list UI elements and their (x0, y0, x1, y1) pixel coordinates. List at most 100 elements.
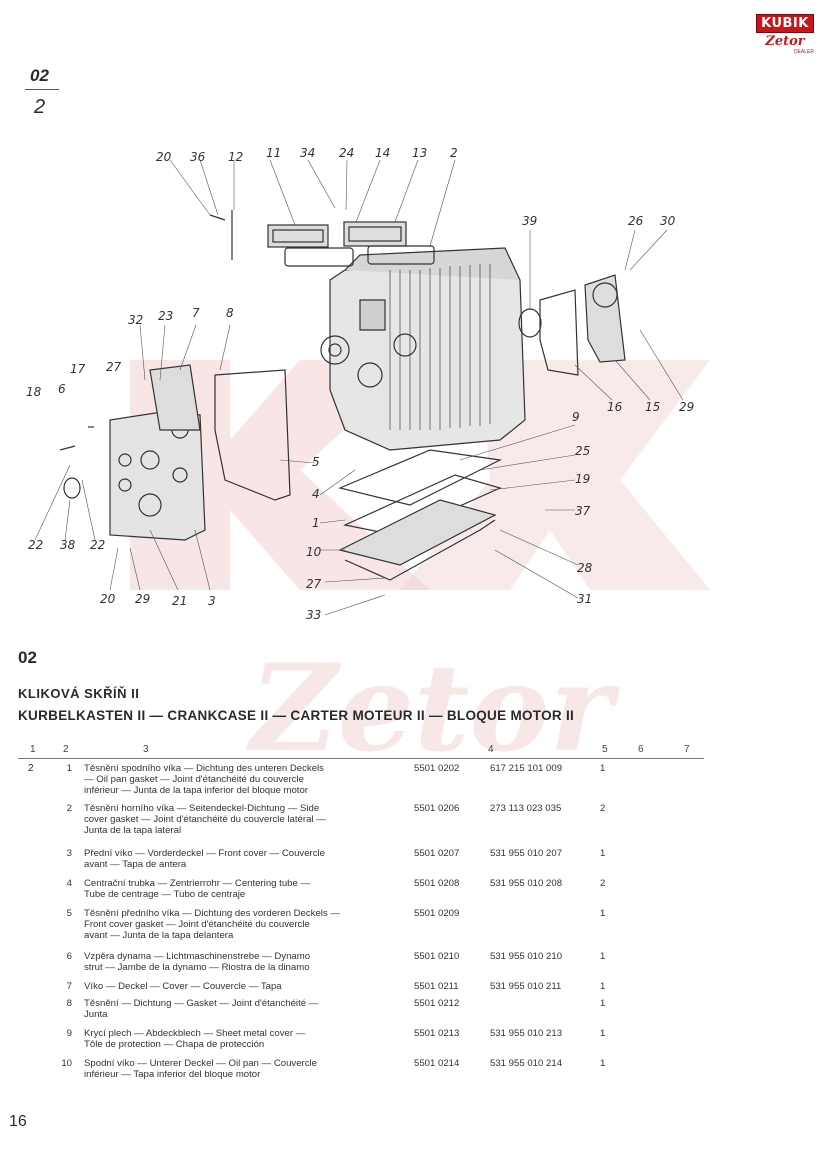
callout-label: 27 (106, 360, 122, 374)
callout-label: 23 (158, 309, 174, 323)
column-header: 3 (143, 744, 149, 755)
callout-label: 6 (58, 382, 66, 396)
engine-block (320, 247, 526, 451)
callout-label: 17 (70, 362, 86, 376)
description-line: Spodní víko — Unterer Deckel — Oil pan —… (84, 1058, 318, 1069)
callout-label: 36 (190, 150, 206, 164)
front-cover-gasket (214, 369, 291, 501)
callout-label: 30 (660, 214, 676, 228)
quantity: 2 (600, 878, 606, 889)
header-rule (18, 758, 704, 759)
part-number: 5501 0210 (414, 951, 460, 962)
part-number: 5501 0206 (414, 803, 460, 814)
rear-cover-parts (518, 274, 626, 376)
part-number: 5501 0209 (414, 908, 460, 919)
callout-label: 21 (172, 594, 188, 608)
callout-label: 2 (450, 146, 458, 160)
item-description: Těsnění spodního víka — Dichtung des unt… (84, 763, 406, 796)
callout-label: 37 (575, 504, 591, 518)
description-line: Přední víko — Vorderdeckel — Front cover… (84, 848, 326, 859)
item-description: Těsnění horního víka — Seitendeckel-Dich… (84, 803, 406, 836)
quantity: 1 (600, 981, 606, 992)
description-line: Těsnění — Dichtung — Gasket — Joint d'ét… (84, 998, 319, 1009)
description-line: avant — Tapa de antera (84, 859, 187, 870)
item-description: Centrační trubka — Zentrierrohr — Center… (84, 878, 406, 900)
description-line: Vzpěra dynama — Lichtmaschinenstrebe — D… (84, 951, 311, 962)
description-line: cover gasket — Joint d'étanchéité du cou… (84, 814, 326, 825)
old-part-number: 273 113 023 035 (490, 803, 562, 814)
callout-label: 7 (192, 306, 200, 320)
logo-top-text: KUBIK (756, 14, 814, 33)
callout-label: 28 (577, 561, 593, 575)
callout-label: 25 (575, 444, 591, 458)
callout-label: 27 (306, 577, 322, 591)
kubik-zetor-logo: KUBIK Zetor DEALER (756, 14, 814, 55)
item-description: Spodní víko — Unterer Deckel — Oil pan —… (84, 1058, 406, 1080)
callout-label: 32 (128, 313, 144, 327)
quantity: 1 (600, 1028, 606, 1039)
description-line: Junta (84, 1009, 108, 1020)
callout-label: 31 (577, 592, 593, 606)
item-number: 9 (66, 1028, 72, 1039)
old-part-number: 531 955 010 210 (490, 951, 563, 962)
part-number: 5501 0211 (414, 981, 459, 992)
section-code-top: 02 (30, 66, 49, 85)
callout-label: 10 (306, 545, 322, 559)
item-description: Těsnění — Dichtung — Gasket — Joint d'ét… (84, 998, 406, 1020)
group-number: 2 (28, 763, 34, 774)
description-line: strut — Jambe de la dynamo — Riostra de … (84, 962, 310, 973)
item-number: 3 (66, 848, 72, 859)
old-part-number: 617 215 101 009 (490, 763, 563, 774)
old-part-number: 531 955 010 213 (490, 1028, 563, 1039)
callout-label: 1 (312, 516, 320, 530)
part-number: 5501 0213 (414, 1028, 460, 1039)
callout-label: 3 (208, 594, 216, 608)
description-line: Front cover gasket — Joint d'étanchéité … (84, 919, 310, 930)
callout-label: 39 (522, 214, 538, 228)
item-number: 4 (66, 878, 72, 889)
exploded-diagram (34, 159, 684, 616)
item-description: Přední víko — Vorderdeckel — Front cover… (84, 848, 406, 870)
item-number: 5 (66, 908, 72, 919)
title-czech: KLIKOVÁ SKŘÍŇ II (18, 686, 140, 701)
description-line: Těsnění spodního víka — Dichtung des unt… (84, 763, 324, 774)
quantity: 1 (600, 763, 606, 774)
quantity: 2 (600, 803, 606, 814)
old-part-number: 531 955 010 214 (490, 1058, 563, 1069)
column-header: 5 (602, 744, 608, 755)
callout-label: 26 (628, 214, 644, 228)
old-part-number: 531 955 010 208 (490, 878, 563, 889)
callout-label: 22 (28, 538, 44, 552)
column-header: 1 (30, 744, 36, 755)
quantity: 1 (600, 998, 606, 1009)
column-header: 2 (63, 744, 69, 755)
item-number: 7 (66, 981, 72, 992)
callout-label: 4 (312, 487, 320, 501)
description-line: Tôle de protection — Chapa de protección (84, 1039, 265, 1050)
item-description: Těsnění předního víka — Dichtung des vor… (84, 908, 406, 941)
description-line: avant — Junta de la tapa delantera (84, 930, 234, 941)
front-cover (63, 364, 206, 541)
callout-label: 13 (412, 146, 428, 160)
quantity: 1 (600, 1058, 606, 1069)
callout-label: 5 (312, 455, 320, 469)
old-part-number: 531 955 010 211 (490, 981, 562, 992)
description-line: Junta de la tapa lateral (84, 825, 182, 836)
callout-label: 29 (135, 592, 151, 606)
old-part-number: 531 955 010 207 (490, 848, 563, 859)
callout-label: 15 (645, 400, 661, 414)
section-code: 02 (18, 648, 37, 667)
column-header: 4 (488, 744, 494, 755)
callout-label: 9 (572, 410, 580, 424)
quantity: 1 (600, 908, 606, 919)
callout-label: 34 (300, 146, 316, 160)
description-line: Centrační trubka — Zentrierrohr — Center… (84, 878, 311, 889)
part-number: 5501 0214 (414, 1058, 460, 1069)
callout-label: 12 (228, 150, 244, 164)
item-number: 10 (61, 1058, 72, 1069)
part-number: 5501 0212 (414, 998, 460, 1009)
description-line: Těsnění horního víka — Seitendeckel-Dich… (84, 803, 320, 814)
item-number: 8 (66, 998, 72, 1009)
logo-bottom-text: Zetor (765, 34, 805, 49)
description-line: — Oil pan gasket — Joint d'étanchéité du… (84, 774, 304, 785)
